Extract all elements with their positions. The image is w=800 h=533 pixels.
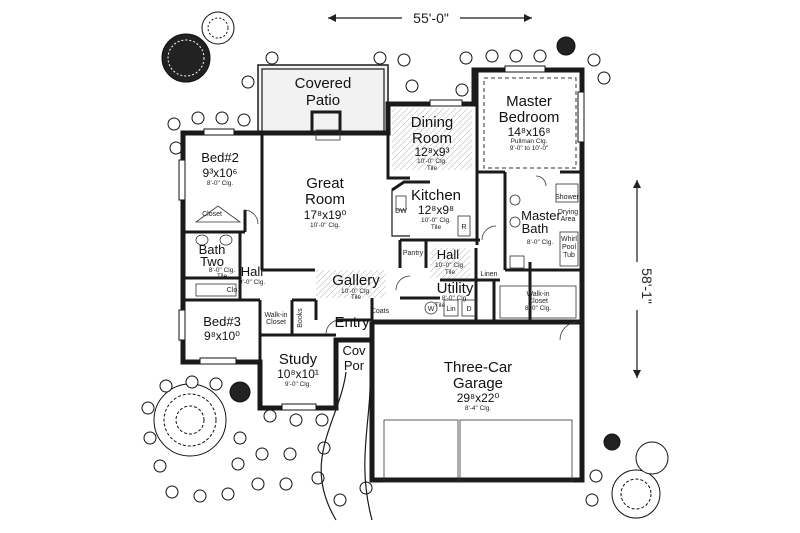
bed3-label: Bed#3 (203, 314, 241, 329)
bed2-closet-label: Closet (202, 211, 222, 218)
dw-label: DW (395, 208, 407, 215)
gallery-floor: Tile (351, 294, 362, 301)
washer-label: W (428, 306, 435, 313)
patio-label-1: Covered (295, 75, 352, 92)
bath-two-label-2: Two (200, 254, 224, 269)
bath-two-label-1: Bath (199, 242, 226, 257)
bath-two-floor: Tile (217, 273, 228, 280)
master-label-1: Master (506, 93, 552, 110)
hall-right-floor: Tile (445, 269, 456, 276)
master-ceiling-1: Pullman Clg. (511, 138, 548, 145)
pantry-label: Pantry (403, 250, 424, 257)
garage-label-1: Three-Car (444, 359, 512, 376)
walkin-bed3-label-2: Closet (266, 319, 286, 326)
dining-label-2: Room (412, 130, 452, 147)
patio-label-2: Patio (306, 92, 340, 109)
bath-two-ceiling: 8'-0" Clg. (209, 267, 236, 274)
study-ceiling: 9'-0" Clg. (285, 381, 312, 388)
study-label: Study (279, 351, 318, 368)
master-bath-label-2: Bath (522, 221, 549, 236)
covered-patio: Covered Patio (257, 64, 389, 136)
drying-label-2: Area (561, 216, 576, 223)
interior-walls (183, 72, 582, 362)
lin-label: Lin (446, 306, 455, 313)
great-room-ceiling: 10'-0" Clg. (310, 222, 340, 229)
dryer-label: D (466, 306, 471, 313)
hall-tile (430, 248, 470, 278)
width-dimension: 55'-0" (328, 8, 532, 26)
gallery-tile (316, 270, 386, 298)
master-bath-ceiling: 8'-0" Clg. (527, 239, 554, 246)
cov-por-label-1: Cov (342, 343, 366, 358)
gallery-label: Gallery (332, 272, 380, 289)
kitchen-floor: Tile (431, 224, 442, 231)
master-dim: 14⁸x16⁸ (508, 125, 551, 139)
hall-right-label: Hall (437, 247, 460, 262)
garage-label-2: Garage (453, 375, 503, 392)
cov-por-label-2: Por (344, 358, 365, 373)
fixtures (194, 77, 579, 483)
width-label: 55'-0" (413, 10, 449, 26)
bath-two-closet: Clo (227, 287, 238, 294)
bed2-dim: 9³x10⁶ (203, 166, 238, 180)
walkin-bed3-label-1: Walk-in (264, 312, 287, 319)
master-ceiling-2: 9'-0" to 10'-0" (510, 145, 549, 152)
great-room-label-2: Room (305, 191, 345, 208)
entry-label: Entry (334, 314, 370, 331)
bed2-ceiling: 8'-0" Clg. (207, 180, 234, 187)
kitchen-ceiling: 10'-0" Clg. (421, 217, 451, 224)
garage-dim: 29⁸x22⁰ (457, 391, 500, 405)
garage-ceiling: 8'-4" Clg. (465, 405, 492, 412)
walkin-master-label-2: Closet (528, 298, 548, 305)
hall-left-label: Hall (241, 264, 264, 279)
dining-label-1: Dining (411, 114, 454, 131)
whirlpool-label-3: Tub (563, 252, 575, 259)
whirlpool-label-2: Pool (562, 244, 576, 251)
utility-ceiling: 8'-0" Clg. (442, 295, 469, 302)
whirlpool-label-1: Whirl (561, 236, 577, 243)
bed3-dim: 9⁸x10⁰ (204, 329, 240, 343)
kitchen-label: Kitchen (411, 187, 461, 204)
depth-label: 58'-1" (639, 268, 655, 304)
hall-right-ceiling: 10'-0" Clg. (435, 262, 465, 269)
study-dim: 10⁸x10¹ (277, 367, 319, 381)
shower-label: Shower (555, 194, 579, 201)
great-room-label-1: Great (306, 175, 344, 192)
coats-label: Coats (371, 308, 390, 315)
windows (178, 65, 585, 411)
kitchen-dim: 12⁸x9⁸ (418, 203, 454, 217)
utility-floor: Tile (435, 302, 446, 309)
walkin-master-label-1: Walk-in (526, 291, 549, 298)
great-room-dim: 17⁸x19⁰ (304, 208, 347, 222)
depth-dimension: 58'-1" (628, 180, 655, 378)
bed2-label: Bed#2 (201, 150, 239, 165)
dining-dim: 12⁸x9³ (414, 145, 449, 159)
dining-floor: Tile (427, 165, 438, 172)
books-label: Books (297, 308, 304, 328)
master-label-2: Bedroom (499, 109, 560, 126)
ref-label: R (461, 224, 466, 231)
landscaping (141, 11, 669, 519)
hall-left-ceiling: 9'-0" Clg. (239, 279, 266, 286)
gallery-ceiling: 10'-0" Clg. (341, 288, 371, 295)
dining-ceiling: 10'-0" Clg. (417, 158, 447, 165)
drying-label-1: Drying (558, 209, 578, 216)
dining-tile (392, 108, 472, 170)
master-bath-label-1: Master (521, 208, 561, 223)
utility-label: Utility (437, 280, 474, 297)
walkin-master-ceiling: 8'-0" Clg. (525, 305, 552, 312)
linen-label: Linen (480, 271, 497, 278)
